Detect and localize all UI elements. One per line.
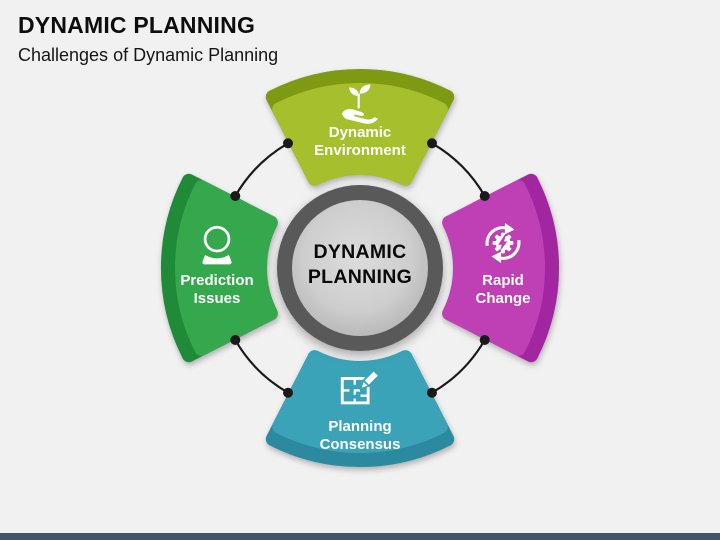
floor-plan-pencil-icon: [337, 366, 383, 412]
crystal-ball-icon: [195, 223, 239, 269]
connector-dot: [479, 191, 490, 201]
center-circle: [277, 185, 443, 351]
label-planning-consensus: Planning Consensus: [319, 418, 401, 453]
center-inner-disc: [292, 200, 428, 336]
label-prediction-issues: Prediction Issues: [180, 272, 254, 307]
gear-cycle-icon: [480, 219, 526, 267]
center-title: DYNAMIC PLANNING: [307, 241, 413, 288]
slide-subtitle: Challenges of Dynamic Planning: [18, 45, 279, 65]
segment-dynamic-environment: [265, 68, 455, 186]
slide-title: DYNAMIC PLANNING: [18, 12, 256, 38]
segment-top-body: [272, 83, 448, 186]
connector-dot: [230, 335, 241, 345]
connector-dot: [283, 387, 293, 398]
segment-left-body: [175, 180, 278, 356]
connector-arc-bottom-left: [234, 339, 289, 394]
sprout-in-hand-icon: [339, 83, 381, 127]
connector-dot: [427, 387, 437, 398]
connector-arc-top-left: [234, 142, 289, 197]
connector-dot: [283, 138, 293, 149]
connector-dot: [230, 191, 241, 201]
segment-prediction-issues: [160, 173, 278, 363]
connector-arc-bottom-right: [431, 339, 486, 394]
connector-dot: [427, 138, 437, 149]
segment-right-body: [442, 180, 545, 356]
connector-dots: [230, 138, 490, 398]
label-rapid-change: Rapid Change: [475, 272, 531, 307]
label-dynamic-environment: Dynamic Environment: [314, 124, 406, 159]
connector-arc-top-right: [431, 142, 486, 197]
segment-rapid-change: [442, 173, 560, 363]
connectors: [234, 142, 486, 394]
footer-accent-bar: [0, 533, 720, 540]
connector-dot: [479, 335, 490, 345]
